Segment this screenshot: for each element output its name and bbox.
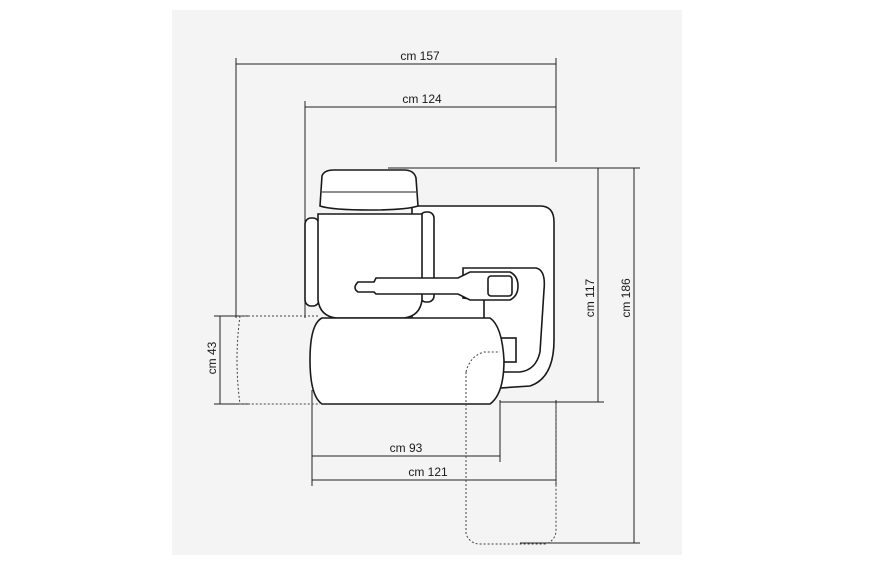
label-seat-width: cm 93 bbox=[390, 441, 423, 455]
dim-body-depth bbox=[388, 167, 604, 403]
label-body-depth: cm 117 bbox=[583, 278, 597, 317]
seat-back bbox=[317, 213, 423, 319]
label-body-width: cm 124 bbox=[402, 92, 442, 106]
lever-handle bbox=[487, 275, 513, 297]
left-armrest bbox=[304, 217, 320, 307]
headrest bbox=[319, 169, 419, 211]
dim-overall-width bbox=[235, 58, 557, 318]
technical-drawing: cm 157 cm 124 cm 93 cm 121 cm 117 cm 186… bbox=[172, 10, 682, 555]
label-ottoman-depth: cm 43 bbox=[205, 341, 219, 374]
control-lever bbox=[354, 271, 519, 301]
dim-seat-width bbox=[311, 390, 501, 486]
label-overall-width: cm 157 bbox=[400, 49, 440, 63]
seat-cushion bbox=[309, 317, 505, 405]
drawing-sheet: cm 157 cm 124 cm 93 cm 121 cm 117 cm 186… bbox=[172, 10, 682, 555]
label-overall-depth: cm 186 bbox=[619, 278, 633, 318]
footrest-extension bbox=[465, 351, 557, 545]
ottoman-extension-left bbox=[236, 315, 320, 405]
label-seat-extended-width: cm 121 bbox=[408, 465, 448, 479]
dim-overall-depth bbox=[520, 167, 640, 544]
